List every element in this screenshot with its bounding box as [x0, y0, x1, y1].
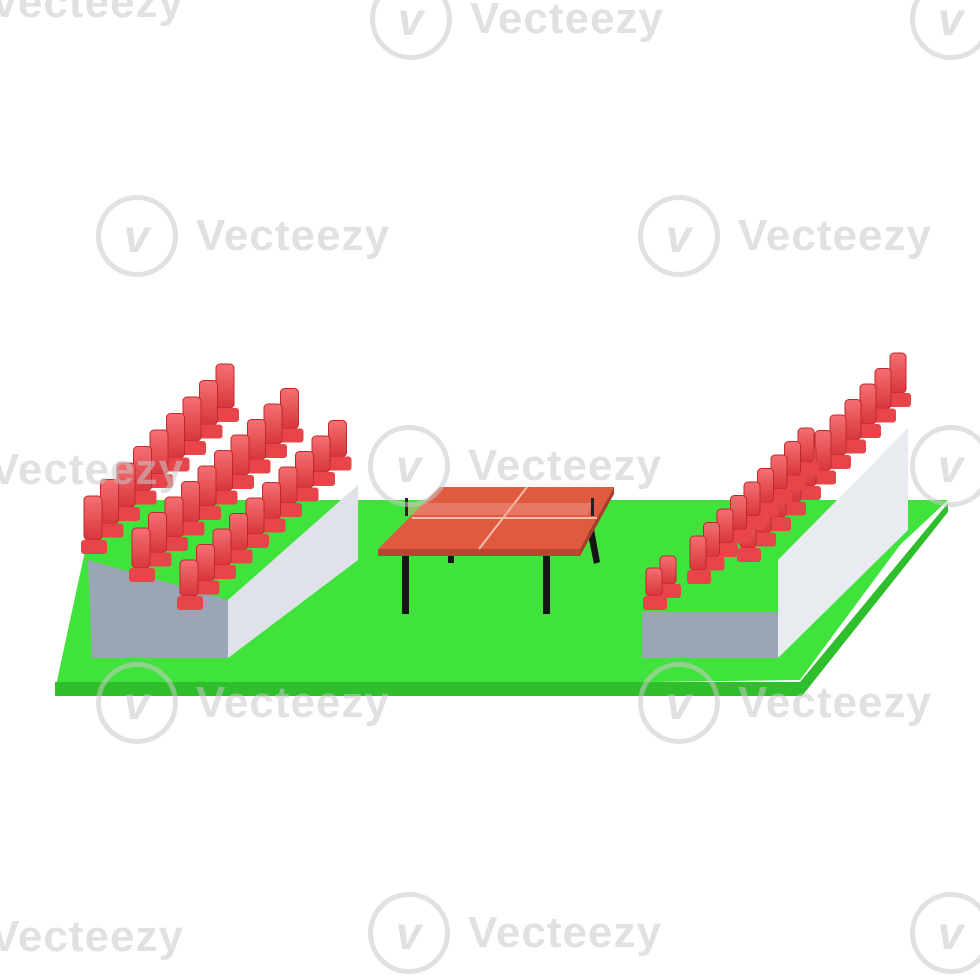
stadium-seat — [177, 559, 203, 610]
stadium-seat — [129, 527, 155, 582]
stadium-seat — [213, 363, 239, 422]
stadium-seat — [145, 512, 172, 567]
stadium-seat — [243, 497, 269, 548]
right-seats — [643, 352, 911, 610]
stadium-seat — [292, 451, 319, 502]
stadium-seat — [842, 399, 866, 454]
stadium-seat — [162, 496, 188, 551]
stadium-seat — [81, 495, 107, 554]
stadium-seat — [325, 420, 352, 471]
stadium-seat — [309, 435, 335, 486]
table-net — [404, 503, 593, 515]
stadium-seat — [210, 528, 236, 579]
right-grandstand — [642, 352, 911, 658]
stadium-seat — [657, 555, 681, 598]
stadium-seat — [261, 403, 287, 458]
stadium-seat — [130, 446, 157, 505]
stadium-seat — [193, 544, 220, 595]
stadium-seat — [211, 450, 238, 505]
stadium-seat — [196, 380, 223, 439]
stadium-seat — [180, 396, 206, 455]
table-leg — [543, 556, 550, 614]
stadium-seat — [97, 479, 124, 538]
stadium-seat — [163, 413, 190, 472]
stadium-seat — [259, 482, 286, 533]
stadium-seat — [887, 352, 911, 407]
stadium-seat — [244, 419, 271, 474]
stadium-seat — [178, 481, 205, 536]
stadium-seat — [228, 434, 254, 489]
stadium-seat — [277, 388, 304, 443]
stadium-seat — [687, 535, 711, 584]
left-grandstand — [81, 363, 358, 658]
stadium-seat — [114, 462, 140, 521]
stadium-seat — [643, 567, 667, 610]
table-leg — [402, 556, 409, 614]
net-post — [591, 498, 594, 516]
net-post — [405, 498, 408, 516]
left-seats — [81, 363, 352, 610]
stadium-seat — [827, 414, 851, 469]
